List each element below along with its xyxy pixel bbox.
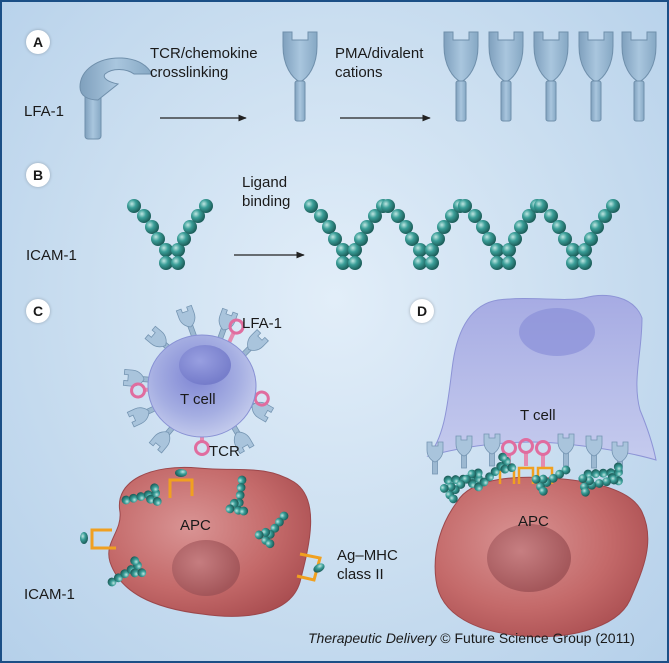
lfa1-extended bbox=[282, 31, 318, 122]
tcell-d bbox=[426, 295, 657, 506]
panel-b-label: B bbox=[26, 163, 50, 187]
credit-line: Therapeutic Delivery © Future Science Gr… bbox=[308, 629, 635, 648]
ligand-line1: Ligand bbox=[242, 174, 288, 191]
lfa1-label: LFA-1 bbox=[24, 103, 65, 120]
apc-label-d: APC bbox=[518, 513, 549, 530]
step2-line2: cations bbox=[335, 64, 383, 81]
lfa1-bent-conformation bbox=[79, 57, 153, 140]
step1-line2: crosslinking bbox=[150, 64, 229, 81]
ligand-line2: binding bbox=[242, 193, 291, 210]
icam1-label: ICAM-1 bbox=[26, 247, 77, 264]
tcell-label-c: T cell bbox=[180, 391, 216, 408]
apc-label-c: APC bbox=[180, 517, 211, 534]
lfa1-label-c: LFA-1 bbox=[242, 315, 283, 332]
mhc-line1: Ag–MHC bbox=[337, 547, 398, 564]
apc-d bbox=[434, 476, 649, 638]
credit-rest: © Future Science Group (2011) bbox=[436, 630, 635, 646]
tcell-c bbox=[122, 304, 274, 456]
tcell-label-d: T cell bbox=[520, 407, 556, 424]
step1-line1: TCR/chemokine bbox=[150, 45, 258, 62]
icam1-single bbox=[127, 199, 213, 270]
mhc-line2: class II bbox=[337, 566, 384, 583]
lfa1-clustered bbox=[443, 31, 657, 122]
tcr-label: TCR bbox=[209, 443, 240, 460]
panel-c-label: C bbox=[26, 299, 50, 323]
apc-c bbox=[80, 466, 327, 617]
icam1-label-c: ICAM-1 bbox=[24, 586, 75, 603]
panel-a-label: A bbox=[26, 30, 50, 54]
credit-journal: Therapeutic Delivery bbox=[308, 630, 437, 646]
icam1-multimer bbox=[304, 199, 620, 270]
panel-d-label: D bbox=[410, 299, 434, 323]
step2-line1: PMA/divalent bbox=[335, 45, 424, 62]
